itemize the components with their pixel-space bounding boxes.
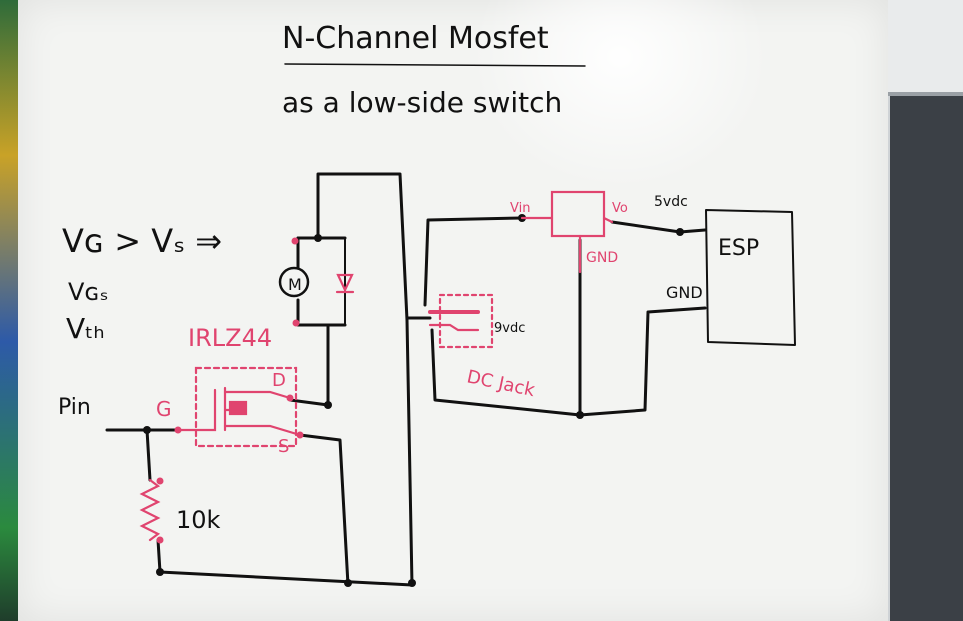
mosfet-pin-g: G — [156, 397, 172, 421]
diode-symbol — [336, 273, 354, 293]
note-vgs: Vɢₛ — [68, 278, 108, 306]
note-vg-vs: Vɢ > Vₛ ⇒ — [62, 222, 222, 260]
regulator-box — [550, 190, 606, 238]
wire-resistor-bottom — [156, 538, 162, 574]
wire-5v — [610, 220, 707, 234]
esp-gnd-label: GND — [666, 283, 703, 302]
regulator-gnd: GND — [586, 250, 618, 266]
regulator-vin: Vin — [510, 201, 530, 216]
resistor-label: 10k — [176, 506, 221, 534]
right-background — [890, 96, 963, 621]
input-label: Pin — [58, 395, 91, 420]
mosfet-pin-s: S — [278, 436, 289, 457]
wire-top-loop — [316, 172, 409, 322]
light-glare — [470, 0, 770, 190]
wire-ground-return — [430, 306, 707, 417]
motor-symbol — [278, 266, 310, 298]
wire-source — [298, 433, 350, 587]
esp-box — [705, 209, 796, 346]
dc-jack-label: DC Jack — [465, 366, 537, 401]
mosfet-pin-d: D — [272, 370, 286, 391]
wire-motor-bottom — [296, 298, 347, 327]
title-underline — [284, 63, 586, 67]
dc-jack-outline — [438, 293, 494, 349]
right-shelf — [884, 0, 963, 96]
supply-5v-label: 5vdc — [654, 194, 688, 210]
diagram-title: N-Channel Mosfet — [282, 21, 549, 56]
motor-label: M — [288, 275, 302, 294]
mosfet-outline — [194, 366, 298, 448]
mosfet-gate — [176, 388, 217, 432]
wire-resistor-top — [145, 428, 152, 482]
diagram-subtitle: as a low-side switch — [282, 86, 562, 119]
mosfet-label: IRLZ44 — [188, 324, 272, 352]
resistor-symbol — [139, 478, 161, 542]
esp-label: ESP — [718, 236, 759, 261]
left-wall-edge — [0, 0, 22, 621]
wire-vin — [423, 216, 524, 307]
dc-jack-voltage: 9vdc — [494, 321, 525, 336]
regulator-vo: Vo — [612, 201, 628, 216]
note-vth: Vₜₕ — [66, 312, 105, 345]
